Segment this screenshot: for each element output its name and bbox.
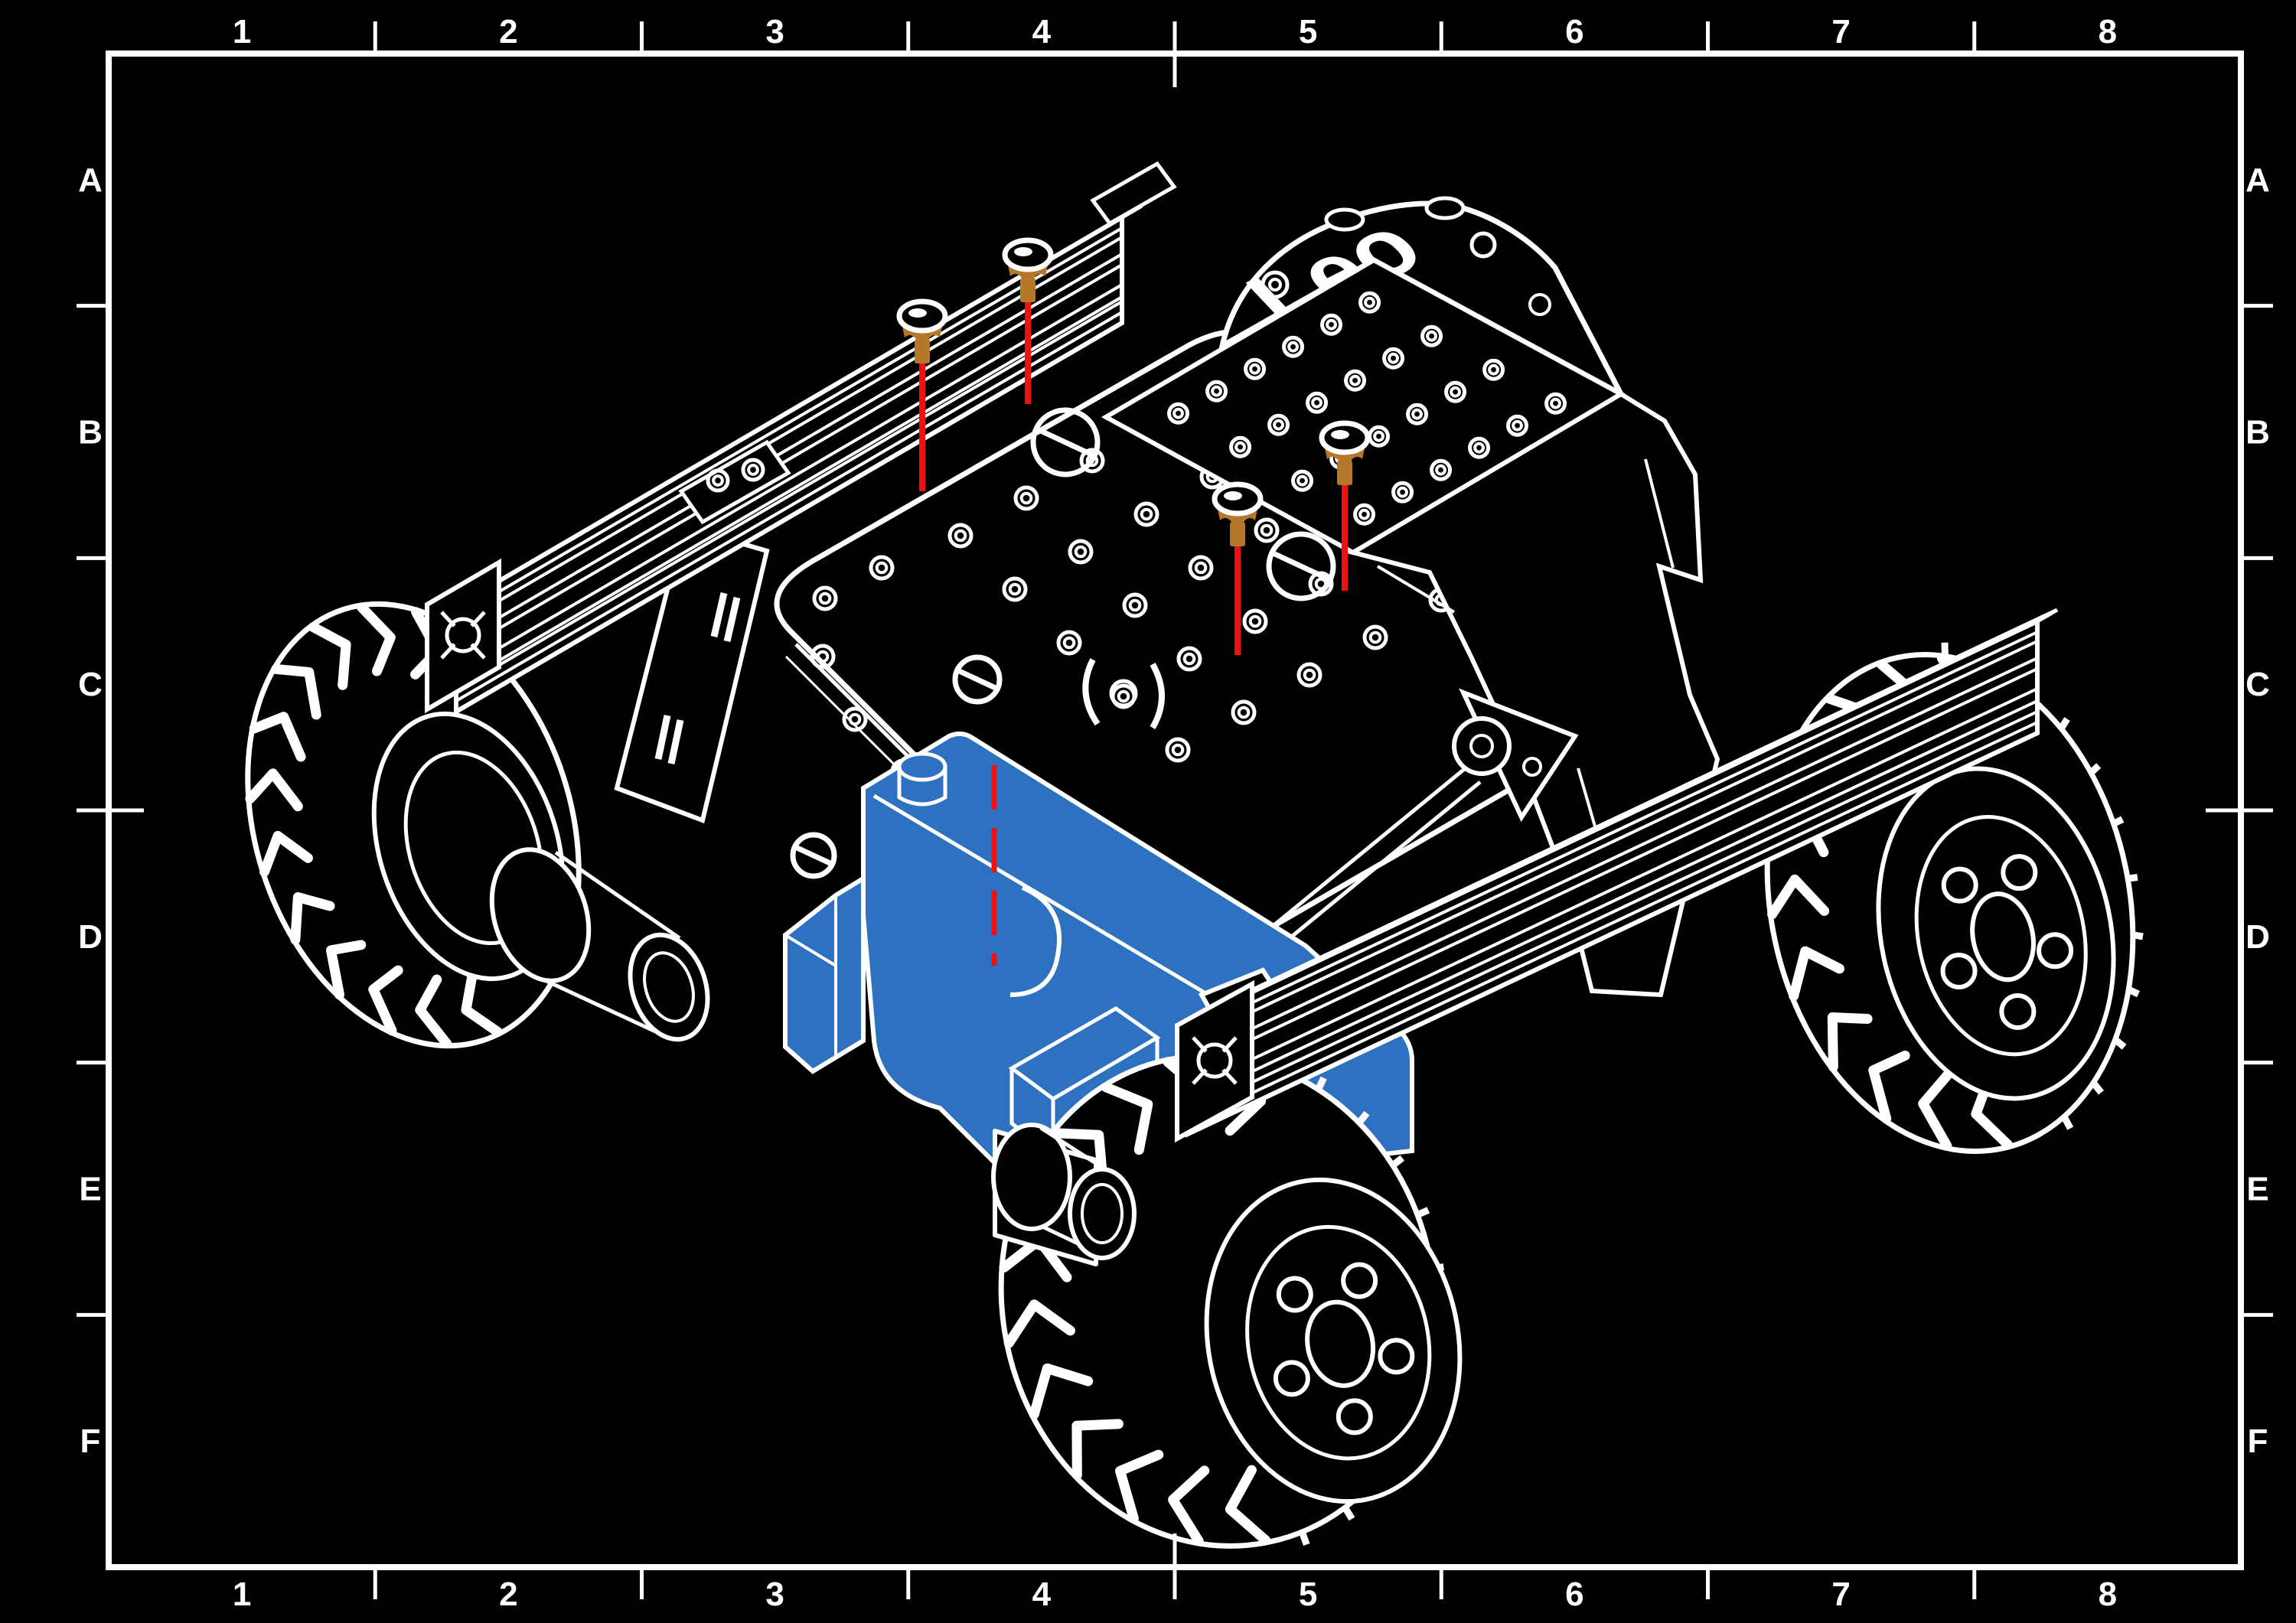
- plate-cable-ports: [790, 407, 1336, 879]
- grid-row-label: C: [78, 666, 103, 703]
- grid-row-label: A: [2245, 161, 2270, 199]
- grid-column-label: 1: [233, 1576, 251, 1613]
- grid-row-label: B: [78, 414, 103, 451]
- grid-row-label: E: [79, 1171, 101, 1208]
- screw-annotation: [1002, 237, 1054, 404]
- grid-row-label: F: [80, 1423, 101, 1460]
- grid-row-label: E: [2246, 1171, 2268, 1208]
- right-frame-rail: [1175, 608, 2059, 1143]
- grid-column-label: 8: [2099, 1576, 2117, 1613]
- grid-column-label: 2: [499, 1576, 517, 1613]
- grid-column-label: 1: [233, 13, 251, 51]
- grid-column-label: 3: [765, 1576, 784, 1613]
- grid-row-label: F: [2248, 1423, 2268, 1460]
- grid-column-label: 5: [1299, 1576, 1317, 1613]
- grid-column-label: 6: [1565, 13, 1583, 51]
- screw-annotation: [1212, 481, 1264, 655]
- grid-row-label: A: [78, 161, 103, 199]
- grid-column-label: 8: [2099, 13, 2117, 51]
- grid-column-label: 7: [1831, 1576, 1850, 1613]
- grid-row-label: C: [2245, 666, 2270, 703]
- grid-column-label: 7: [1831, 13, 1850, 51]
- grid-row-label: D: [2245, 918, 2270, 956]
- grid-column-label: 4: [1032, 1576, 1052, 1613]
- grid-column-label: 2: [499, 13, 517, 51]
- grid-column-label: 6: [1565, 1576, 1583, 1613]
- front-left-motor: [991, 1123, 1137, 1266]
- grid-row-label: D: [78, 918, 103, 956]
- fastener-annotations: [896, 237, 1371, 655]
- left-frame-rail: [425, 161, 1177, 716]
- screw-annotation: [1319, 420, 1371, 591]
- rear-deck-hole-pattern: [1167, 291, 1567, 526]
- grid-row-label: B: [2245, 414, 2270, 451]
- grid-column-label: 3: [765, 13, 784, 51]
- rear-left-wheel: [245, 601, 710, 1049]
- grid-column-label: 5: [1299, 13, 1317, 51]
- grid-column-label: 4: [1032, 13, 1052, 51]
- screw-annotation: [896, 298, 948, 491]
